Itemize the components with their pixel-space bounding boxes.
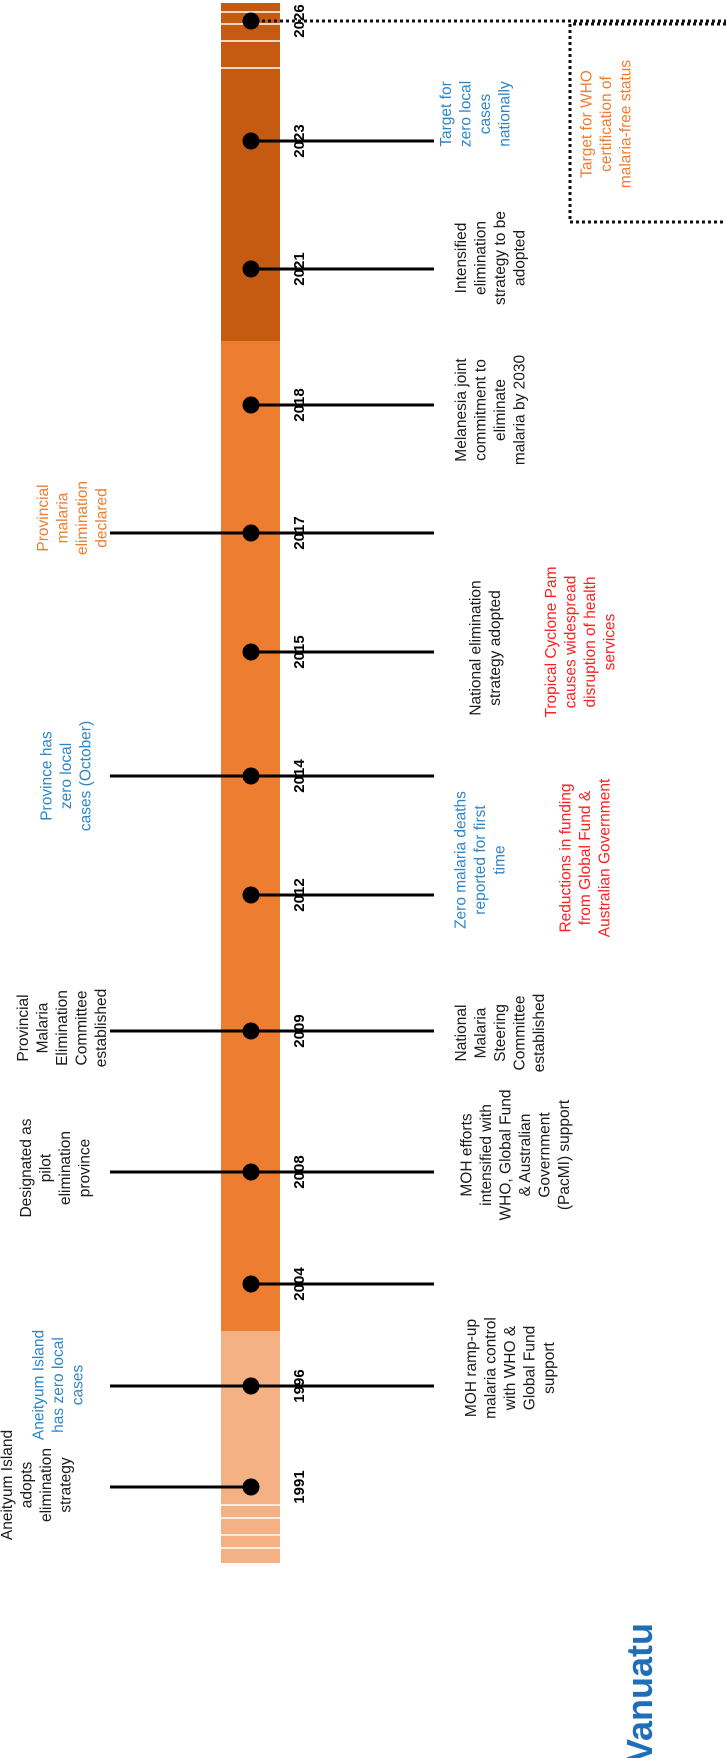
year-label: 2004 [291,1267,308,1301]
control-phase-band [221,341,280,1331]
event-dot [242,886,260,904]
event-dot [242,260,260,278]
year-label: 2015 [291,635,308,668]
country-title-text: Vanuatu [619,1623,660,1758]
country-title: Vanuatu [619,1623,660,1758]
year-label-text: 1991 [291,1470,308,1503]
timeline-bar [221,3,280,1563]
early-phase-band [221,1331,280,1563]
year-label: 2009 [291,1014,308,1047]
year-label: 1991 [291,1470,308,1503]
event-dot [242,1377,260,1395]
event-dot [242,643,260,661]
year-label-text: 2004 [291,1267,308,1301]
event-dot [242,1022,260,1040]
year-label: 2021 [291,252,308,285]
event-dot [242,12,260,30]
year-label-text: 2014 [291,759,308,793]
event-dot [242,524,260,542]
year-label: 2017 [291,516,308,549]
year-label-text: 1996 [291,1369,308,1402]
year-label-text: 2018 [291,388,308,421]
year-label: 2026 [291,4,308,37]
event-2004: 2004 [242,1267,434,1301]
year-label: 2018 [291,388,308,421]
certification-bracket [568,22,726,224]
year-label: 1996 [291,1369,308,1402]
year-label-text: 2021 [291,252,308,285]
event-dot [242,1478,260,1496]
year-label-text: 2015 [291,635,308,668]
event-dot [242,396,260,414]
year-label: 2012 [291,878,308,911]
year-label: 2014 [291,759,308,793]
year-label-text: 2026 [291,4,308,37]
year-label-text: 2012 [291,878,308,911]
event-dot [242,1163,260,1181]
event-dot [242,767,260,785]
year-label: 2008 [291,1155,308,1188]
elimination-phase-band [221,3,280,341]
year-label-text: 2017 [291,516,308,549]
year-label-text: 2008 [291,1155,308,1188]
year-label: 2023 [291,124,308,157]
event-dot [242,1275,260,1293]
year-label-text: 2023 [291,124,308,157]
event-dot [242,132,260,150]
year-label-text: 2009 [291,1014,308,1047]
